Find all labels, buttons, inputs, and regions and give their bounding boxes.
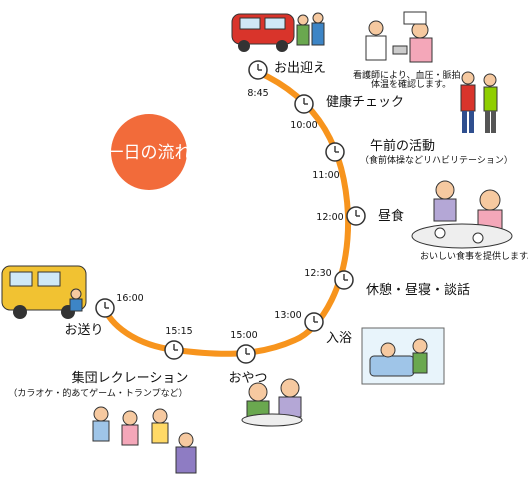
- schedule-label: 午前の活動: [370, 138, 435, 154]
- schedule-time: 13:00: [274, 310, 301, 321]
- health-check-illustration: 看護師により、血圧・脈拍・ 体温を確認します。: [353, 11, 469, 90]
- bathing-illustration: [361, 327, 445, 385]
- lunch-caption: おいしい食事を提供します。: [420, 250, 528, 262]
- walking-rehab-illustration: [460, 71, 498, 133]
- schedule-stop: 13:00 入浴: [274, 310, 352, 346]
- page-title: 一日の流れ: [107, 143, 192, 163]
- schedule-label: 入浴: [326, 331, 352, 346]
- schedule-stop: 12:30 休憩・昼寝・談話: [304, 268, 470, 298]
- schedule-time: 16:00: [116, 293, 143, 304]
- schedule-time: 10:00: [290, 120, 317, 131]
- snack-illustration: [241, 378, 303, 427]
- schedule-stop: 11:00 午前の活動（食前体操などリハビリテーション）: [312, 138, 513, 181]
- schedule-time: 11:00: [312, 170, 339, 181]
- lunch-illustration: おいしい食事を提供します。: [411, 180, 528, 262]
- recreation-illustration: [92, 406, 197, 474]
- car-pickup-illustration: [231, 12, 325, 52]
- title-badge: 一日の流れ: [107, 114, 192, 190]
- van-dropoff-illustration: [1, 265, 87, 319]
- schedule-label: 集団レクレーション: [72, 370, 189, 386]
- schedule-track: [100, 69, 352, 357]
- schedule-time: 15:00: [230, 330, 257, 341]
- schedule-label: 健康チェック: [326, 94, 404, 110]
- health-caption-1: 看護師により、血圧・脈拍・: [353, 69, 469, 81]
- schedule-time: 15:15: [165, 326, 192, 337]
- schedule-label: お送り: [64, 323, 103, 338]
- schedule-time: 12:30: [304, 268, 331, 279]
- schedule-stop: 15:15 集団レクレーション（カラオケ・的あてゲーム・トランプなど）: [8, 326, 192, 399]
- schedule-label: 昼食: [378, 208, 404, 224]
- health-caption-2: 体温を確認します。: [371, 78, 451, 90]
- schedule-time: 12:00: [316, 212, 343, 223]
- schedule-stop: 15:00 おやつ: [228, 330, 267, 386]
- schedule-stop: 12:00 昼食: [316, 206, 404, 226]
- schedule-stop: 10:00 健康チェック: [290, 94, 404, 131]
- schedule-label: 休憩・昼寝・談話: [366, 282, 470, 298]
- schedule-stop: 8:45 お出迎え: [247, 60, 326, 99]
- schedule-label: お出迎え: [274, 61, 326, 76]
- schedule-stop: 16:00 お送り: [64, 293, 143, 338]
- schedule-time: 8:45: [247, 88, 268, 99]
- schedule-note: （カラオケ・的あてゲーム・トランプなど）: [8, 387, 187, 399]
- schedule-label: おやつ: [228, 371, 267, 386]
- schedule-note: （食前体操などリハビリテーション）: [360, 154, 513, 166]
